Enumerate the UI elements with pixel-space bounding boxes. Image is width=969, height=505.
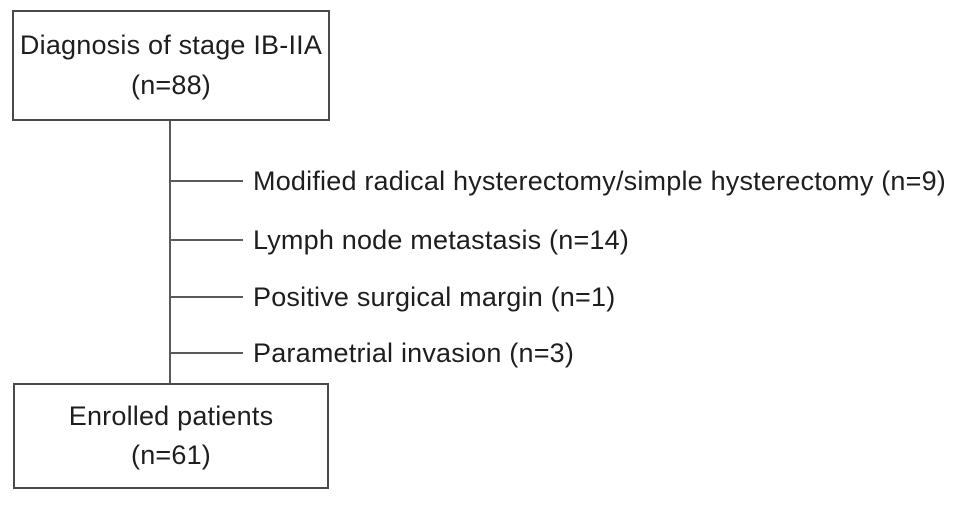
exclusion-label: Modified radical hysterectomy/simple hys… — [253, 165, 947, 196]
branch-line — [170, 180, 243, 182]
diagnosis-box: Diagnosis of stage IB-IIA (n=88) — [12, 10, 330, 121]
exclusion-row-parametrial-invasion: Parametrial invasion (n=3) — [170, 335, 574, 371]
branch-line — [170, 239, 243, 241]
exclusion-label: Lymph node metastasis (n=14) — [253, 224, 630, 255]
exclusion-label: Parametrial invasion (n=3) — [253, 337, 575, 368]
diagnosis-box-title: Diagnosis of stage IB-IIA — [19, 30, 323, 61]
diagnosis-box-count: (n=88) — [131, 69, 211, 100]
enrolled-box-count: (n=61) — [131, 440, 211, 470]
vertical-connector-line — [169, 121, 171, 383]
exclusion-row-surgical-margin: Positive surgical margin (n=1) — [170, 279, 615, 315]
exclusion-row-lymph-node: Lymph node metastasis (n=14) — [170, 222, 629, 258]
branch-line — [170, 296, 243, 298]
exclusion-row-hysterectomy: Modified radical hysterectomy/simple hys… — [170, 163, 946, 199]
branch-line — [170, 352, 243, 354]
enrolled-box-title: Enrolled patients — [68, 400, 274, 431]
enrolled-box: Enrolled patients (n=61) — [13, 383, 329, 489]
exclusion-label: Positive surgical margin (n=1) — [253, 281, 616, 312]
